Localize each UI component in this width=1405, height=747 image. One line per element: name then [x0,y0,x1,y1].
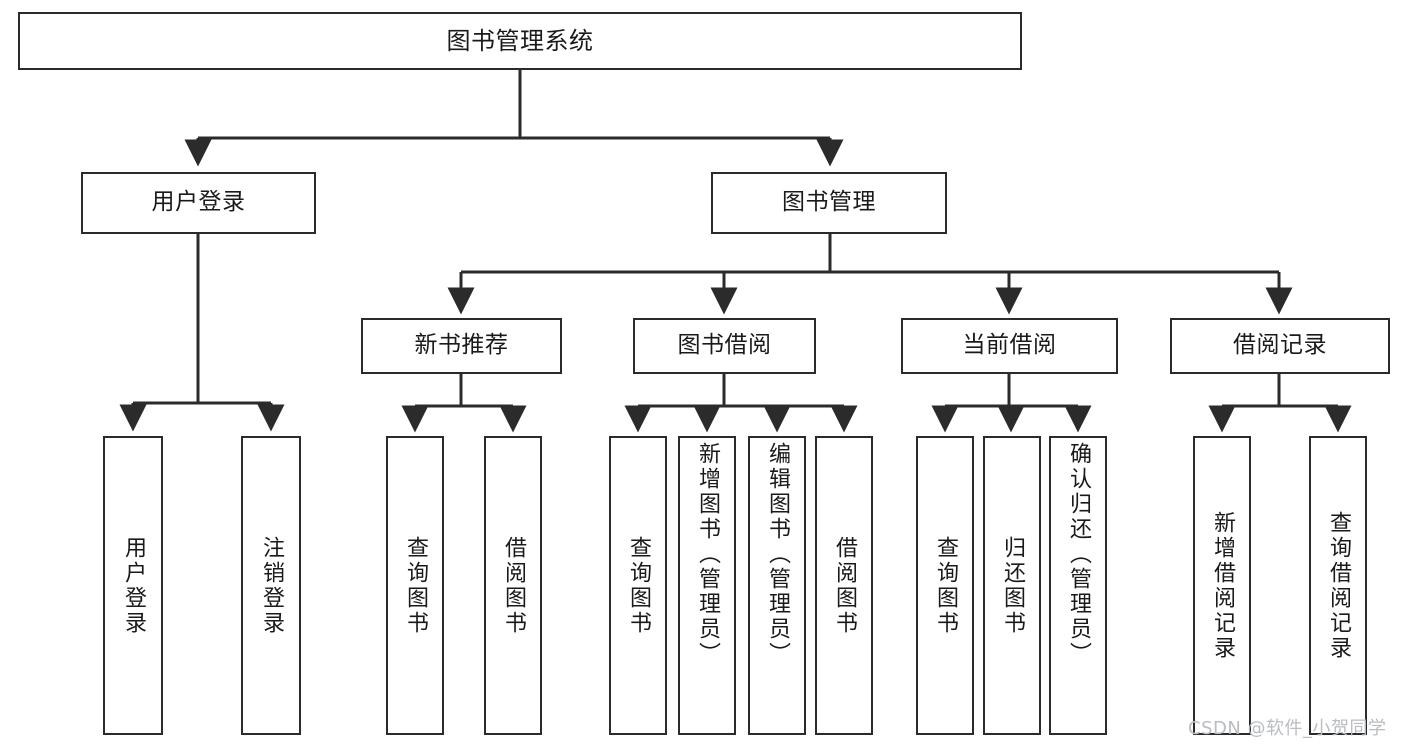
node-leaf-borrow-book-1-label: 借阅图书 [501,535,526,636]
node-leaf-query-book-1[interactable]: 查询图书 [386,436,444,735]
node-current-borrow-label: 当前借阅 [962,332,1057,359]
node-leaf-confirm-return-label: 确认归还（管理员） [1066,442,1091,667]
node-book-borrow[interactable]: 图书借阅 [633,318,816,374]
node-leaf-query-book-2-label: 查询图书 [626,535,651,636]
node-leaf-add-book[interactable]: 新增图书（管理员） [678,436,736,735]
node-borrow-record[interactable]: 借阅记录 [1170,318,1390,374]
node-borrow-record-label: 借阅记录 [1233,332,1327,359]
node-leaf-add-book-label: 新增图书（管理员） [695,442,720,667]
node-leaf-user-login[interactable]: 用户登录 [103,436,163,735]
node-leaf-borrow-book-2-label: 借阅图书 [832,535,857,636]
node-leaf-user-login-label: 用户登录 [121,535,146,636]
node-new-book-rec-label: 新书推荐 [414,332,509,359]
node-leaf-borrow-book-1[interactable]: 借阅图书 [484,436,542,735]
node-leaf-confirm-return[interactable]: 确认归还（管理员） [1049,436,1107,735]
node-root[interactable]: 图书管理系统 [18,12,1022,70]
node-current-borrow[interactable]: 当前借阅 [901,318,1118,374]
node-leaf-query-book-2[interactable]: 查询图书 [609,436,667,735]
node-leaf-query-book-1-label: 查询图书 [403,535,428,636]
node-book-manage-label: 图书管理 [782,189,876,216]
node-leaf-add-record[interactable]: 新增借阅记录 [1193,436,1251,735]
watermark: CSDN @软件_小贺同学 [1188,718,1387,739]
node-user-login[interactable]: 用户登录 [81,172,316,234]
node-leaf-logout[interactable]: 注销登录 [241,436,301,735]
node-leaf-return-book-label: 归还图书 [1000,535,1025,636]
node-leaf-edit-book[interactable]: 编辑图书（管理员） [748,436,806,735]
node-book-borrow-label: 图书借阅 [677,332,772,359]
node-leaf-return-book[interactable]: 归还图书 [983,436,1041,735]
node-root-label: 图书管理系统 [446,26,594,55]
node-leaf-query-record-label: 查询借阅记录 [1326,510,1351,661]
node-user-login-label: 用户登录 [151,189,246,216]
node-leaf-edit-book-label: 编辑图书（管理员） [765,442,790,667]
node-leaf-logout-label: 注销登录 [259,535,284,636]
node-leaf-add-record-label: 新增借阅记录 [1210,510,1235,661]
node-leaf-borrow-book-2[interactable]: 借阅图书 [815,436,873,735]
node-leaf-query-record[interactable]: 查询借阅记录 [1309,436,1367,735]
node-book-manage[interactable]: 图书管理 [711,172,947,234]
node-leaf-query-book-3-label: 查询图书 [933,535,958,636]
node-leaf-query-book-3[interactable]: 查询图书 [916,436,974,735]
node-new-book-rec[interactable]: 新书推荐 [361,318,562,374]
